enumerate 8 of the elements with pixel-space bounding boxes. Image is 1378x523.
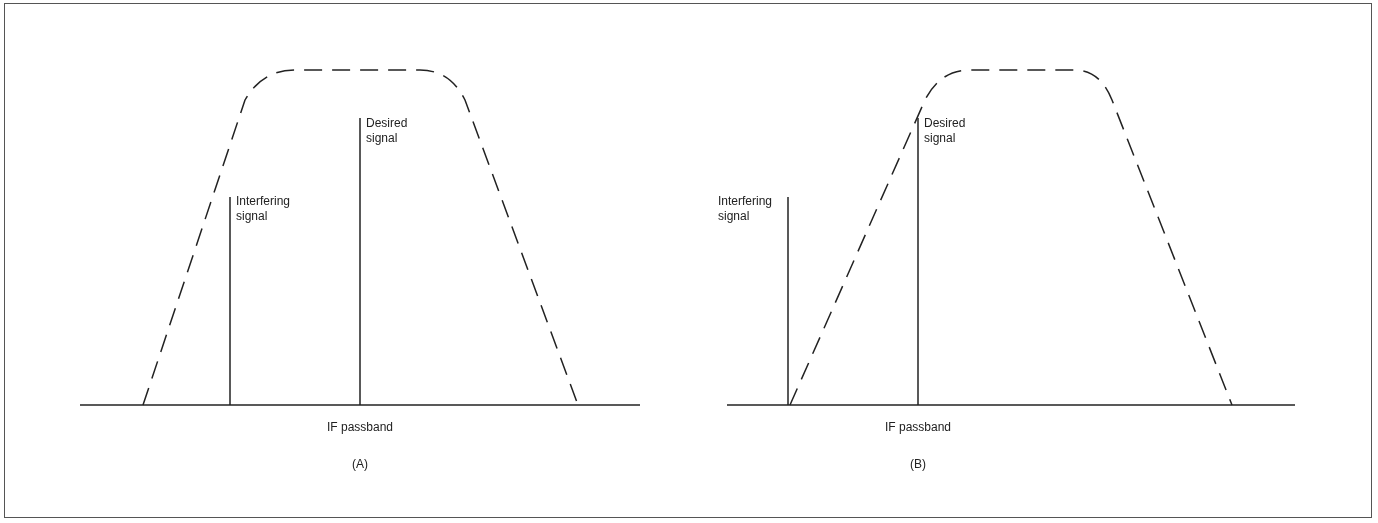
signal-label: Desired signal (924, 116, 967, 146)
panel-label: (B) (909, 457, 927, 472)
panel-label: (A) (351, 457, 369, 472)
signal-label: Interfering signal (718, 194, 774, 224)
axis-label: IF passband (883, 420, 952, 435)
signal-label: Interfering signal (236, 194, 292, 224)
axis-label: IF passband (325, 420, 394, 435)
signal-label: Desired signal (366, 116, 409, 146)
